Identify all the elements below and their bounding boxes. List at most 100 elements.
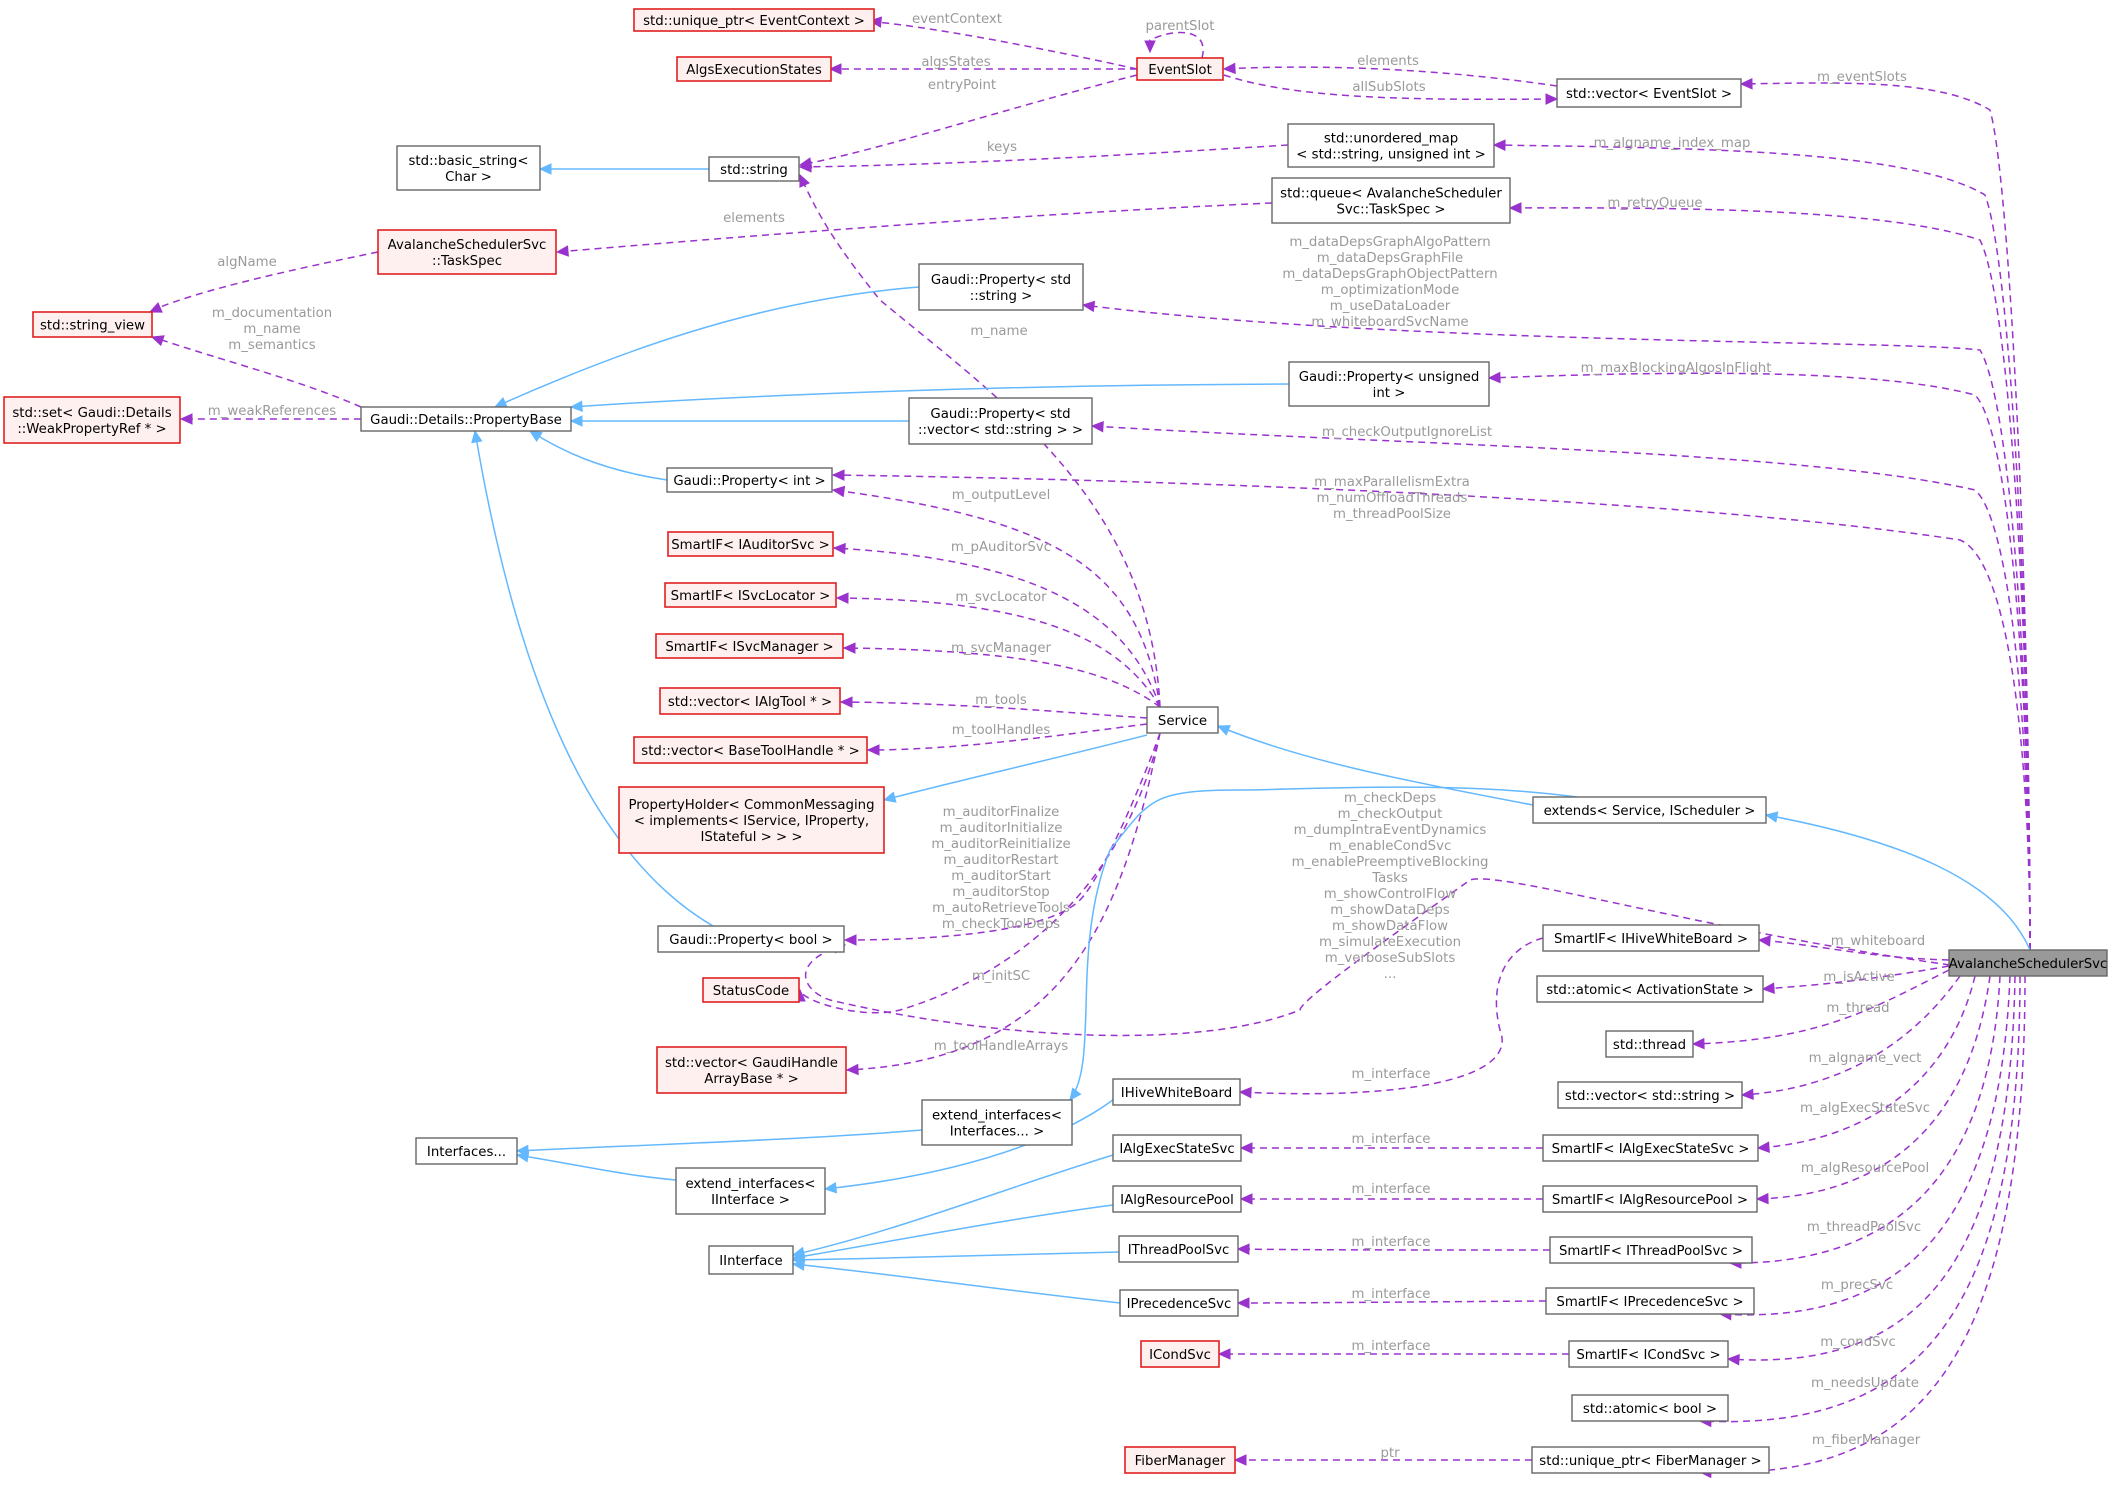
usage-arrowhead xyxy=(866,744,880,756)
usage-arrowhead xyxy=(845,1063,859,1076)
class-node-unique-ptr-fibermanager[interactable]: std::unique_ptr< FiberManager > xyxy=(1531,1446,1770,1474)
class-node-smartif-isvclocator[interactable]: SmartIF< ISvcLocator > xyxy=(664,582,837,608)
node-box xyxy=(377,229,557,275)
class-node-smartif-isvcmanager[interactable]: SmartIF< ISvcManager > xyxy=(655,633,844,659)
class-node-smartif-ihivewhiteboard[interactable]: SmartIF< IHiveWhiteBoard > xyxy=(1542,924,1760,952)
class-node-property-int[interactable]: Gaudi::Property< int > xyxy=(666,467,833,493)
class-node-vector-eventslot[interactable]: std::vector< EventSlot > xyxy=(1556,78,1742,108)
usage-edge xyxy=(556,202,1273,253)
node-box xyxy=(1542,1185,1758,1213)
inheritance-edge xyxy=(1217,725,1534,806)
node-box xyxy=(666,467,833,493)
node-label: extends< Service, IScheduler > xyxy=(1544,804,1756,819)
node-label: ICondSvc xyxy=(1149,1348,1211,1363)
inheritance-edge xyxy=(792,1154,1114,1256)
usage-edge xyxy=(1239,937,1544,1095)
class-node-iprecedencesvc[interactable]: IPrecedenceSvc xyxy=(1119,1289,1239,1317)
class-node-ialgresourcepool[interactable]: IAlgResourcePool xyxy=(1112,1185,1242,1213)
usage-edge xyxy=(1237,1300,1547,1304)
node-label: std::vector< EventSlot > xyxy=(1566,87,1732,102)
class-node-smartif-ialgexecstatesvc[interactable]: SmartIF< IAlgExecStateSvc > xyxy=(1542,1134,1759,1162)
inheritance-edge xyxy=(494,286,920,408)
class-node-statuscode[interactable]: StatusCode xyxy=(702,977,800,1003)
edge-label: m_whiteboard xyxy=(1831,934,1925,949)
class-node-icondsvc[interactable]: ICondSvc xyxy=(1140,1340,1220,1368)
edge-label: Tasks xyxy=(1371,871,1408,886)
usage-edge xyxy=(1756,975,1991,1200)
node-label: Gaudi::Property< std xyxy=(930,407,1070,422)
class-node-property-vector-string[interactable]: Gaudi::Property< std::vector< std::strin… xyxy=(908,397,1093,445)
class-node-vector-string[interactable]: std::vector< std::string > xyxy=(1557,1081,1743,1109)
node-box xyxy=(1271,177,1511,224)
node-box xyxy=(1549,1236,1753,1264)
class-node-service[interactable]: Service xyxy=(1146,706,1219,734)
usage-arrowhead xyxy=(831,469,845,481)
node-label: std::queue< AvalancheScheduler xyxy=(1280,187,1502,202)
class-node-unique-ptr-eventcontext[interactable]: std::unique_ptr< EventContext > xyxy=(633,8,875,32)
class-node-propertyholder[interactable]: PropertyHolder< CommonMessaging< impleme… xyxy=(618,786,885,854)
node-label: std::vector< GaudiHandle xyxy=(665,1056,838,1071)
class-node-std-string[interactable]: std::string xyxy=(708,156,800,182)
node-box xyxy=(908,397,1093,445)
class-node-ialgexecstatesvc[interactable]: IAlgExecStateSvc xyxy=(1112,1134,1242,1162)
edge-label: m_showDataDeps xyxy=(1330,903,1450,918)
node-box xyxy=(1118,1235,1239,1263)
class-node-extends-service[interactable]: extends< Service, IScheduler > xyxy=(1532,796,1767,824)
usage-arrowhead xyxy=(798,161,812,173)
class-node-property-string[interactable]: Gaudi::Property< std::string > xyxy=(918,263,1084,311)
usage-arrowhead xyxy=(832,542,846,555)
node-label: std::atomic< ActivationState > xyxy=(1546,983,1754,998)
class-node-extend-interfaces-variadic[interactable]: extend_interfaces<Interfaces... > xyxy=(921,1099,1073,1146)
class-node-atomic-activationstate[interactable]: std::atomic< ActivationState > xyxy=(1536,975,1764,1003)
node-label: < std::string, unsigned int > xyxy=(1296,148,1485,163)
class-node-interfaces[interactable]: Interfaces... xyxy=(415,1137,518,1165)
class-node-smartif-icondsvc[interactable]: SmartIF< ICondSvc > xyxy=(1568,1340,1729,1368)
class-node-eventslot[interactable]: EventSlot xyxy=(1136,57,1224,81)
edge-label: m_interface xyxy=(1352,1235,1431,1250)
node-label: ::string > xyxy=(970,289,1033,304)
class-node-atomic-bool[interactable]: std::atomic< bool > xyxy=(1571,1394,1729,1422)
class-node-extend-interfaces-iinterface[interactable]: extend_interfaces<IInterface > xyxy=(675,1167,826,1215)
class-node-property-bool[interactable]: Gaudi::Property< bool > xyxy=(657,925,845,953)
class-node-propertybase[interactable]: Gaudi::Details::PropertyBase xyxy=(360,406,572,432)
edge-label: m_auditorReinitialize xyxy=(931,837,1070,852)
class-node-ithreadpoolsvc[interactable]: IThreadPoolSvc xyxy=(1118,1235,1239,1263)
class-node-avalanche[interactable]: AvalancheSchedulerSvc xyxy=(1948,949,2108,977)
class-node-vector-basetoolhandle[interactable]: std::vector< BaseToolHandle * > xyxy=(633,736,868,764)
usage-arrowhead xyxy=(868,16,883,28)
class-node-smartif-iprecedencesvc[interactable]: SmartIF< IPrecedenceSvc > xyxy=(1545,1287,1755,1315)
edge-label: m_dumpIntraEventDynamics xyxy=(1294,823,1487,838)
class-node-queue-taskspec[interactable]: std::queue< AvalancheSchedulerSvc::TaskS… xyxy=(1271,177,1511,224)
node-box xyxy=(708,156,800,182)
node-box xyxy=(396,145,541,191)
usage-arrowhead xyxy=(1756,1141,1770,1153)
class-node-std-thread[interactable]: std::thread xyxy=(1605,1030,1694,1058)
class-node-algsexecutionstates[interactable]: AlgsExecutionStates xyxy=(676,56,832,82)
node-label: std::atomic< bool > xyxy=(1583,1402,1717,1417)
class-node-smartif-iauditorsvc[interactable]: SmartIF< IAuditorSvc > xyxy=(667,531,834,557)
class-node-set-weakref[interactable]: std::set< Gaudi::Details::WeakPropertyRe… xyxy=(3,396,181,444)
class-node-fibermanager[interactable]: FiberManager xyxy=(1124,1446,1236,1474)
class-node-string-view[interactable]: std::string_view xyxy=(32,311,153,338)
class-node-smartif-ithreadpoolsvc[interactable]: SmartIF< IThreadPoolSvc > xyxy=(1549,1236,1753,1264)
class-node-ihivewhiteboard[interactable]: IHiveWhiteBoard xyxy=(1112,1078,1241,1106)
inheritance-edge xyxy=(792,1204,1114,1259)
usage-edge xyxy=(1223,66,1558,87)
node-box xyxy=(1605,1030,1694,1058)
inheritance-arrowhead xyxy=(471,429,483,444)
usage-edge xyxy=(1741,975,1961,1096)
usage-edge xyxy=(1509,207,2031,951)
node-box xyxy=(676,56,832,82)
class-node-vector-ialgtool[interactable]: std::vector< IAlgTool * > xyxy=(659,687,841,715)
class-node-iinterface[interactable]: IInterface xyxy=(708,1245,794,1275)
node-label: EventSlot xyxy=(1148,63,1212,78)
edge-label: m_interface xyxy=(1352,1132,1431,1147)
usage-edge xyxy=(833,547,1161,708)
class-node-basic-string-char[interactable]: std::basic_string<Char > xyxy=(396,145,541,191)
class-node-taskspec[interactable]: AvalancheSchedulerSvc::TaskSpec xyxy=(377,229,557,275)
inheritance-edge xyxy=(529,430,668,481)
class-node-smartif-ialgresourcepool[interactable]: SmartIF< IAlgResourcePool > xyxy=(1542,1185,1758,1213)
class-node-unordered-map[interactable]: std::unordered_map< std::string, unsigne… xyxy=(1287,123,1495,168)
